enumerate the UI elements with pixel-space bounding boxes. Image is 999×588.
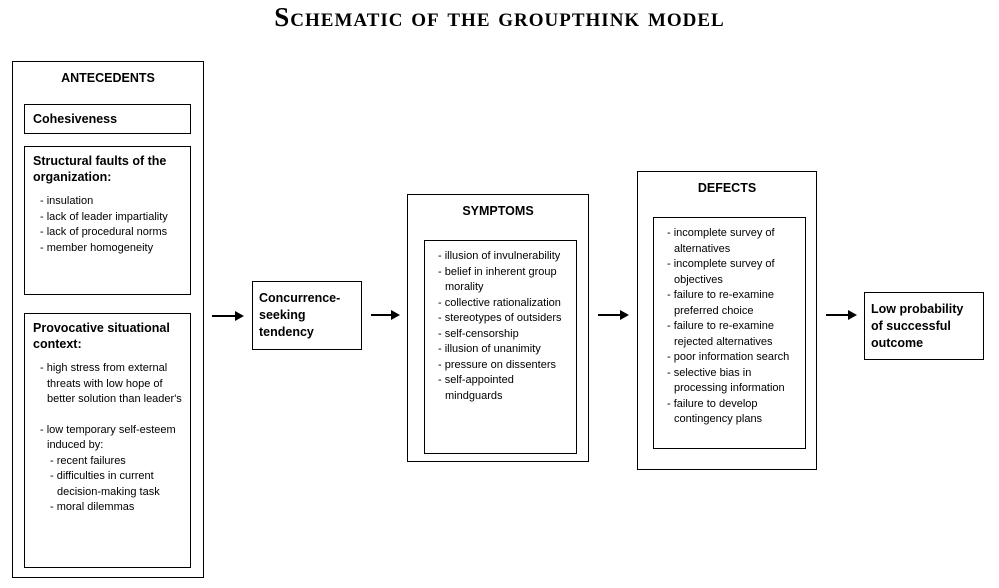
antecedents-box: ANTECEDENTS Cohesiveness Structural faul… bbox=[12, 61, 204, 578]
structural-faults-header: Structural faults of the organization: bbox=[33, 154, 167, 184]
structural-faults-box: Structural faults of the organization: -… bbox=[24, 146, 191, 295]
list-item: - pressure on dissenters bbox=[438, 358, 556, 371]
list-item: - failure to develop contingency plans bbox=[667, 397, 763, 426]
concurrence-seeking-box: Concurrence-seeking tendency bbox=[252, 281, 362, 350]
list-item: - collective rationalization bbox=[438, 296, 561, 309]
cohesiveness-label: Cohesiveness bbox=[33, 112, 118, 126]
concurrence-seeking-label: Concurrence-seeking tendency bbox=[259, 291, 341, 339]
list-item: - low temporary self-esteem induced by: bbox=[40, 423, 176, 452]
list-item: - incomplete survey of objectives bbox=[667, 258, 775, 286]
defects-list-box: - incomplete survey of alternatives - in… bbox=[653, 217, 806, 449]
list-item: - failure to re-examine rejected alterna… bbox=[667, 320, 774, 348]
defects-header: DEFECTS bbox=[697, 181, 757, 195]
arrow-defects-to-outcome-icon bbox=[826, 310, 857, 320]
list-item: - selective bias in processing informati… bbox=[667, 366, 785, 395]
symptoms-header: SYMPTOMS bbox=[462, 204, 534, 218]
list-item: - incomplete survey of alternatives bbox=[667, 227, 775, 255]
list-item: - illusion of invulnerability bbox=[438, 250, 561, 262]
list-item: - self-appointed mindguards bbox=[438, 374, 514, 402]
diagram-title: Schematic of the groupthink model bbox=[274, 2, 725, 32]
list-item: - stereotypes of outsiders bbox=[438, 312, 562, 324]
antecedents-header: ANTECEDENTS bbox=[61, 71, 155, 85]
list-item: - failure to re-examine preferred choice bbox=[667, 289, 774, 317]
list-item: - poor information search bbox=[667, 351, 790, 363]
list-item: - member homogeneity bbox=[40, 241, 154, 254]
list-item: - illusion of unanimity bbox=[438, 343, 541, 355]
list-subitem: - recent failures bbox=[50, 454, 126, 467]
outcome-box: Low probability of successful outcome bbox=[864, 292, 984, 360]
arrow-concurrence-to-symptoms-icon bbox=[371, 310, 400, 320]
list-item: - high stress from external threats with… bbox=[40, 362, 182, 405]
list-subitem: - difficulties in current decision-makin… bbox=[50, 470, 160, 498]
outcome-label: Low probability of successful outcome bbox=[871, 302, 964, 350]
provocative-context-box: Provocative situational context: - high … bbox=[24, 313, 191, 568]
symptoms-list-box: - illusion of invulnerability - belief i… bbox=[424, 240, 577, 454]
arrow-symptoms-to-defects-icon bbox=[598, 310, 629, 320]
defects-box: DEFECTS - incomplete survey of alternati… bbox=[637, 171, 817, 470]
symptoms-box: SYMPTOMS - illusion of invulnerability -… bbox=[407, 194, 589, 462]
list-item: - insulation bbox=[40, 195, 94, 207]
cohesiveness-box: Cohesiveness bbox=[24, 104, 191, 134]
list-subitem: - moral dilemmas bbox=[50, 501, 135, 513]
list-item: - lack of procedural norms bbox=[40, 226, 168, 238]
list-item: - lack of leader impartiality bbox=[40, 210, 168, 223]
list-item: - belief in inherent group morality bbox=[438, 265, 557, 294]
list-item: - self-censorship bbox=[438, 327, 519, 340]
spacer bbox=[33, 408, 185, 423]
arrow-antecedents-to-concurrence-icon bbox=[212, 311, 244, 321]
provocative-context-header: Provocative situational context: bbox=[33, 321, 170, 351]
